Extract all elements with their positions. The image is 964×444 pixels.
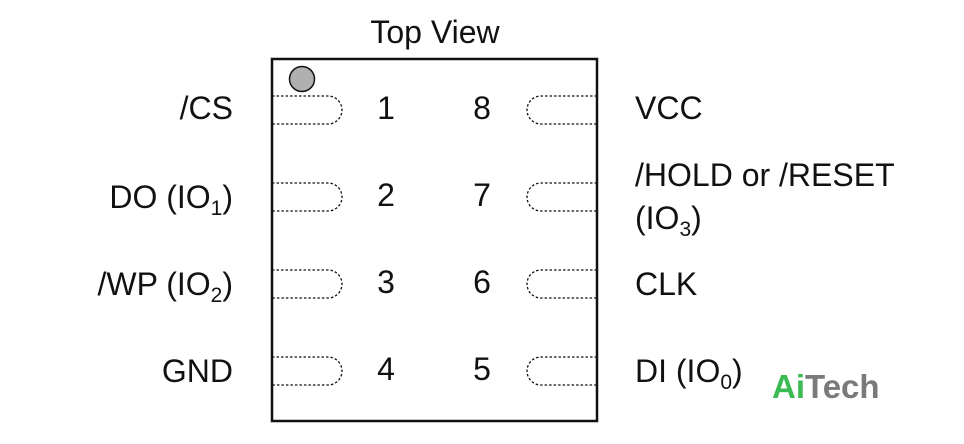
pad-pin-6: [526, 269, 597, 299]
pin-number-2: 2: [377, 177, 395, 213]
pad-pin-2: [272, 182, 343, 212]
pad-pin-8: [526, 95, 597, 125]
pad-pin-7: [526, 182, 597, 212]
pad-pin-3: [272, 269, 343, 299]
pin-number-1: 1: [377, 90, 395, 126]
package-body: [270, 57, 599, 423]
pin-number-5: 5: [473, 351, 491, 387]
right-pin-labels: VCC /HOLD or /RESET (IO3) CLK DI (IO0): [635, 90, 895, 394]
pin-label-1: /CS: [180, 90, 233, 126]
pin-label-7-line2: (IO3): [635, 200, 702, 241]
pad-pin-1: [272, 95, 343, 125]
pin-label-3: /WP (IO2): [97, 266, 233, 307]
pin-number-7: 7: [473, 177, 491, 213]
pad-pin-4: [272, 356, 343, 386]
pin-number-8: 8: [473, 90, 491, 126]
pin-number-3: 3: [377, 264, 395, 300]
pin-label-7: /HOLD or /RESET: [635, 157, 895, 193]
watermark-logo: AiTech: [772, 368, 880, 405]
pad-pin-5: [526, 356, 597, 386]
pin-label-5: DI (IO0): [635, 353, 743, 394]
left-pads: [272, 95, 343, 386]
right-pads: [526, 95, 597, 386]
pin-label-8: VCC: [635, 90, 703, 126]
pin-label-6: CLK: [635, 266, 697, 302]
pin-label-4: GND: [162, 353, 233, 389]
left-pin-labels: /CS DO (IO1) /WP (IO2) GND: [97, 90, 233, 389]
pin-label-2: DO (IO1): [109, 179, 233, 220]
diagram-title: Top View: [370, 14, 500, 50]
pin-number-6: 6: [473, 264, 491, 300]
pin1-marker: [288, 65, 316, 93]
pin-numbers: 1 2 3 4 8 7 6 5: [377, 90, 491, 387]
pin-number-4: 4: [377, 351, 395, 387]
